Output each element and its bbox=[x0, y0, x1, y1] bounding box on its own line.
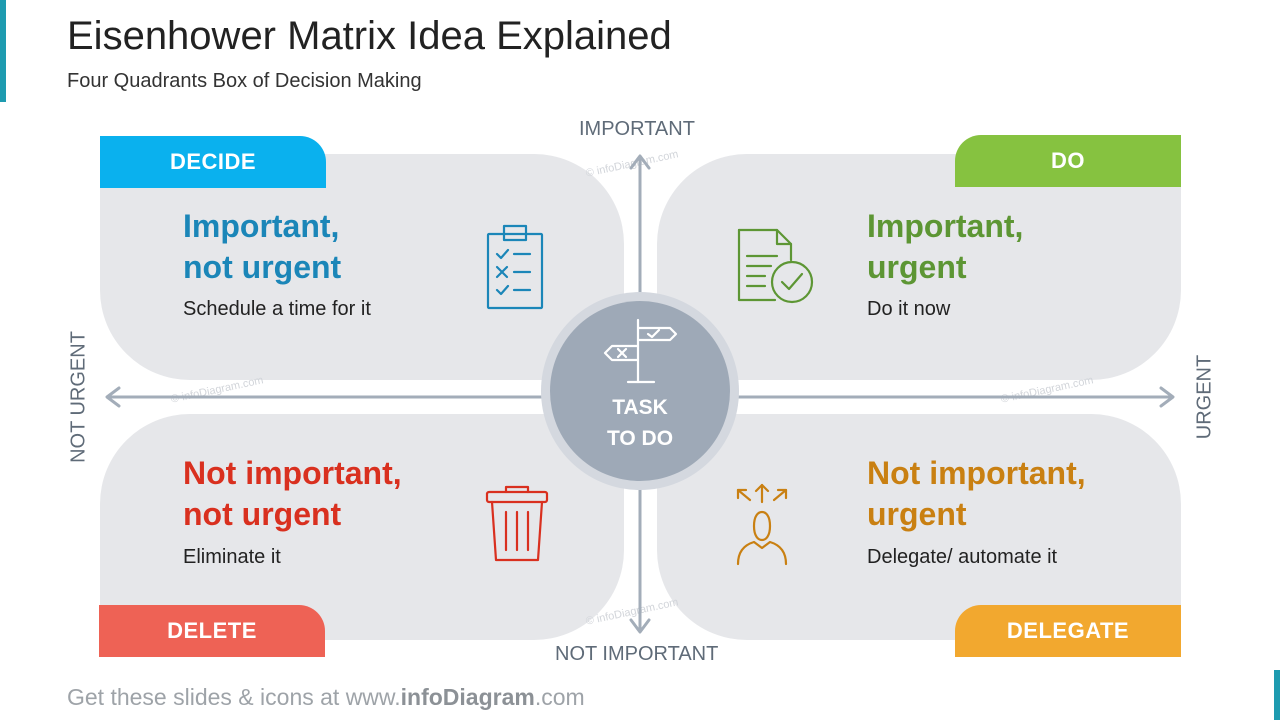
arrow-left bbox=[105, 386, 121, 408]
quadrant-delete-panel bbox=[100, 414, 624, 640]
footer-prefix: Get these slides & icons at www. bbox=[67, 684, 401, 710]
task-to-do-label: TASK TO DO bbox=[550, 392, 730, 454]
tag-do: DO bbox=[955, 135, 1181, 187]
heading-line: not urgent bbox=[183, 496, 342, 532]
task-to-do-circle bbox=[550, 301, 730, 481]
arrow-down bbox=[629, 618, 651, 634]
trash-icon bbox=[485, 485, 549, 562]
heading-line: Not important, bbox=[867, 455, 1086, 491]
quadrant-do-heading: Important, urgent bbox=[867, 206, 1023, 288]
axis-label-not-important: NOT IMPORTANT bbox=[555, 643, 719, 665]
tag-delete: DELETE bbox=[99, 605, 325, 657]
checklist-icon bbox=[486, 224, 544, 310]
person-delegate-icon bbox=[736, 483, 788, 566]
quadrant-decide-panel bbox=[100, 154, 624, 380]
heading-line: Not important, bbox=[183, 455, 402, 491]
quadrant-delegate-panel bbox=[657, 414, 1181, 640]
footer-promo: Get these slides & icons at www.infoDiag… bbox=[67, 684, 585, 711]
arrow-right bbox=[1159, 386, 1175, 408]
quadrant-delete-description: Eliminate it bbox=[183, 546, 281, 568]
arrow-up bbox=[629, 154, 651, 170]
center-text-line: TASK bbox=[612, 396, 668, 419]
axis-label-not-urgent: NOT URGENT bbox=[67, 331, 90, 463]
tag-decide: DECIDE bbox=[100, 136, 326, 188]
axis-label-urgent: URGENT bbox=[1193, 354, 1216, 440]
document-check-icon bbox=[737, 228, 814, 304]
left-accent-bar bbox=[0, 0, 6, 102]
axis-label-important: IMPORTANT bbox=[579, 118, 695, 140]
heading-line: Important, bbox=[183, 208, 340, 244]
center-text-line: TO DO bbox=[606, 427, 674, 450]
footer-suffix: .com bbox=[534, 684, 585, 710]
quadrant-delegate-heading: Not important, urgent bbox=[867, 453, 1086, 535]
slide-subtitle: Four Quadrants Box of Decision Making bbox=[67, 70, 422, 92]
slide-title: Eisenhower Matrix Idea Explained bbox=[67, 14, 672, 58]
quadrant-delegate-description: Delegate/ automate it bbox=[867, 546, 1058, 568]
quadrant-decide-heading: Important, not urgent bbox=[183, 206, 341, 288]
quadrant-decide-description: Schedule a time for it bbox=[183, 298, 371, 320]
heading-line: not urgent bbox=[183, 249, 342, 285]
right-accent-bar bbox=[1274, 670, 1280, 720]
quadrant-delete-heading: Not important, not urgent bbox=[183, 453, 402, 535]
signpost-icon bbox=[603, 318, 678, 384]
tag-delegate: DELEGATE bbox=[955, 605, 1181, 657]
quadrant-do-description: Do it now bbox=[867, 298, 951, 320]
heading-line: urgent bbox=[867, 249, 967, 285]
footer-brand: infoDiagram bbox=[400, 684, 535, 710]
heading-line: Important, bbox=[867, 208, 1024, 244]
heading-line: urgent bbox=[867, 496, 967, 532]
quadrant-do-panel bbox=[657, 154, 1181, 380]
